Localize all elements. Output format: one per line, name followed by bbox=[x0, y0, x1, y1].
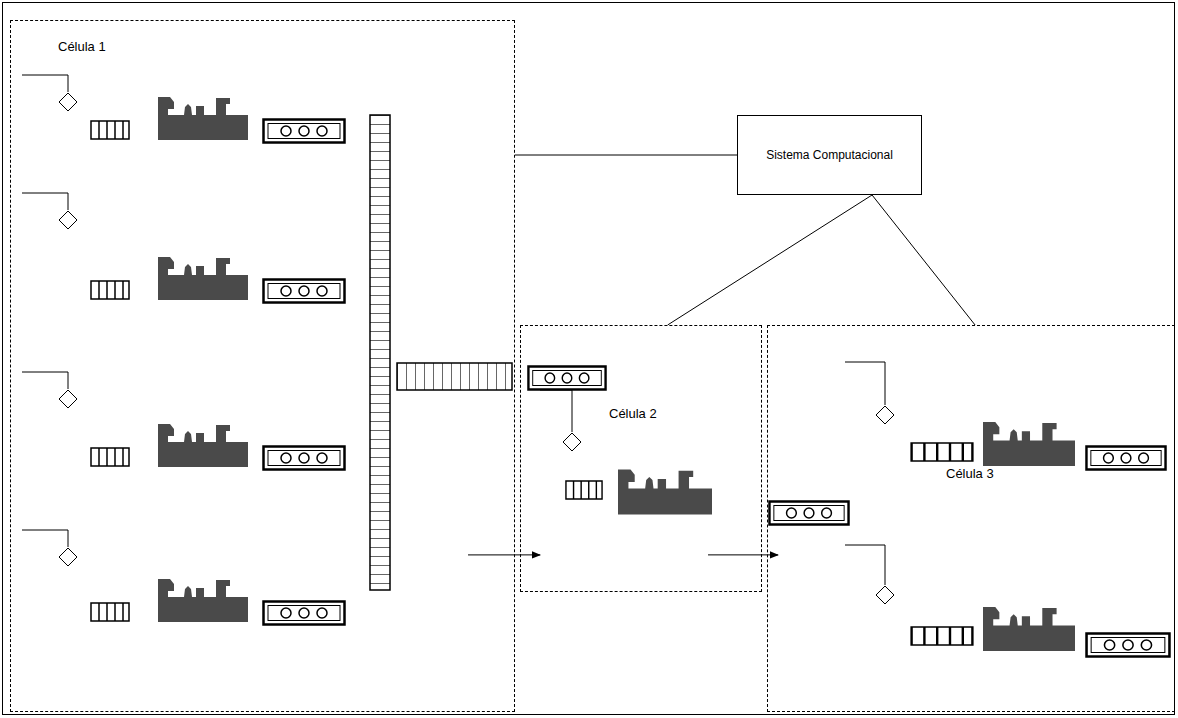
node-label: Célula 3 bbox=[946, 466, 994, 482]
flow-arrow bbox=[468, 554, 540, 555]
cell-region: Célula 3 bbox=[767, 325, 1175, 712]
link-line bbox=[668, 195, 872, 325]
link-line bbox=[515, 155, 737, 156]
cell-region: Célula 2 bbox=[520, 325, 762, 592]
node-label: Célula 1 bbox=[58, 39, 106, 55]
link-line bbox=[872, 195, 975, 325]
node-label: Sistema Computacional bbox=[766, 147, 893, 163]
system-box: Sistema Computacional bbox=[737, 115, 922, 195]
node-label: Célula 2 bbox=[609, 406, 657, 422]
cell-region: Célula 1 bbox=[10, 20, 515, 712]
